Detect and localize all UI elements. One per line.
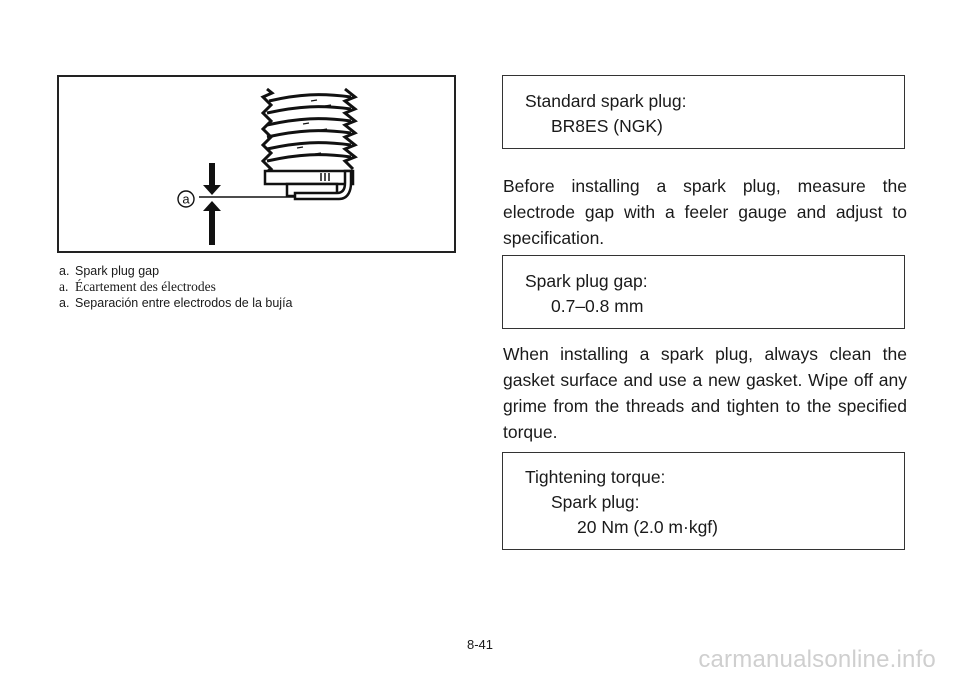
callout-circle xyxy=(177,190,195,208)
caption-en: a. Spark plug gap xyxy=(59,263,459,279)
caption-es: a. Separación entre electrodos de la bují… xyxy=(59,295,459,311)
caption-fr: a. Écartement des électrodes xyxy=(59,279,459,295)
ground-electrode xyxy=(293,169,353,201)
caption-label: a. xyxy=(59,264,70,278)
callout-letter: a xyxy=(182,192,190,207)
thread-dashes xyxy=(296,99,332,155)
arrow-down xyxy=(203,163,221,195)
spec-item: Spark plug: xyxy=(551,492,640,512)
thread-left-edge xyxy=(260,87,275,175)
thread-lines xyxy=(266,93,352,163)
caption-text: Écartement des électrodes xyxy=(75,279,216,294)
thread-right-edge xyxy=(342,87,358,171)
spec-box-plug-gap: Spark plug gap: 0.7–0.8 mm xyxy=(502,255,905,329)
spec-title: Standard spark plug: xyxy=(525,91,687,111)
spec-title: Spark plug gap: xyxy=(525,271,648,291)
plug-shoulder xyxy=(263,169,355,186)
spec-value: BR8ES (NGK) xyxy=(551,116,663,136)
arrow-up xyxy=(203,201,221,245)
spec-box-tightening-torque: Tightening torque: Spark plug: 20 Nm (2.… xyxy=(502,452,905,550)
spark-plug-figure: a xyxy=(57,75,456,253)
caption-label: a. xyxy=(59,296,70,310)
caption-text: Separación entre electrodos de la bujía xyxy=(75,296,293,310)
spec-box-standard-plug: Standard spark plug: BR8ES (NGK) xyxy=(502,75,905,149)
figure-captions: a. Spark plug gap a. Écartement des électr… xyxy=(59,263,459,311)
caption-text: Spark plug gap xyxy=(75,264,160,278)
spark-plug-gap-illustration: a xyxy=(177,87,358,245)
spec-title: Tightening torque: xyxy=(525,467,666,487)
spec-value: 0.7–0.8 mm xyxy=(551,296,644,316)
caption-label: a. xyxy=(59,279,69,294)
watermark: carmanualsonline.info xyxy=(698,646,936,673)
spec-value: 20 Nm (2.0 m·kgf) xyxy=(577,517,718,537)
page-number: 8-41 xyxy=(466,637,494,652)
paragraph-before-installing: Before installing a spark plug, measure … xyxy=(503,176,907,248)
paragraph-when-installing: When installing a spark plug, always cle… xyxy=(503,344,907,442)
